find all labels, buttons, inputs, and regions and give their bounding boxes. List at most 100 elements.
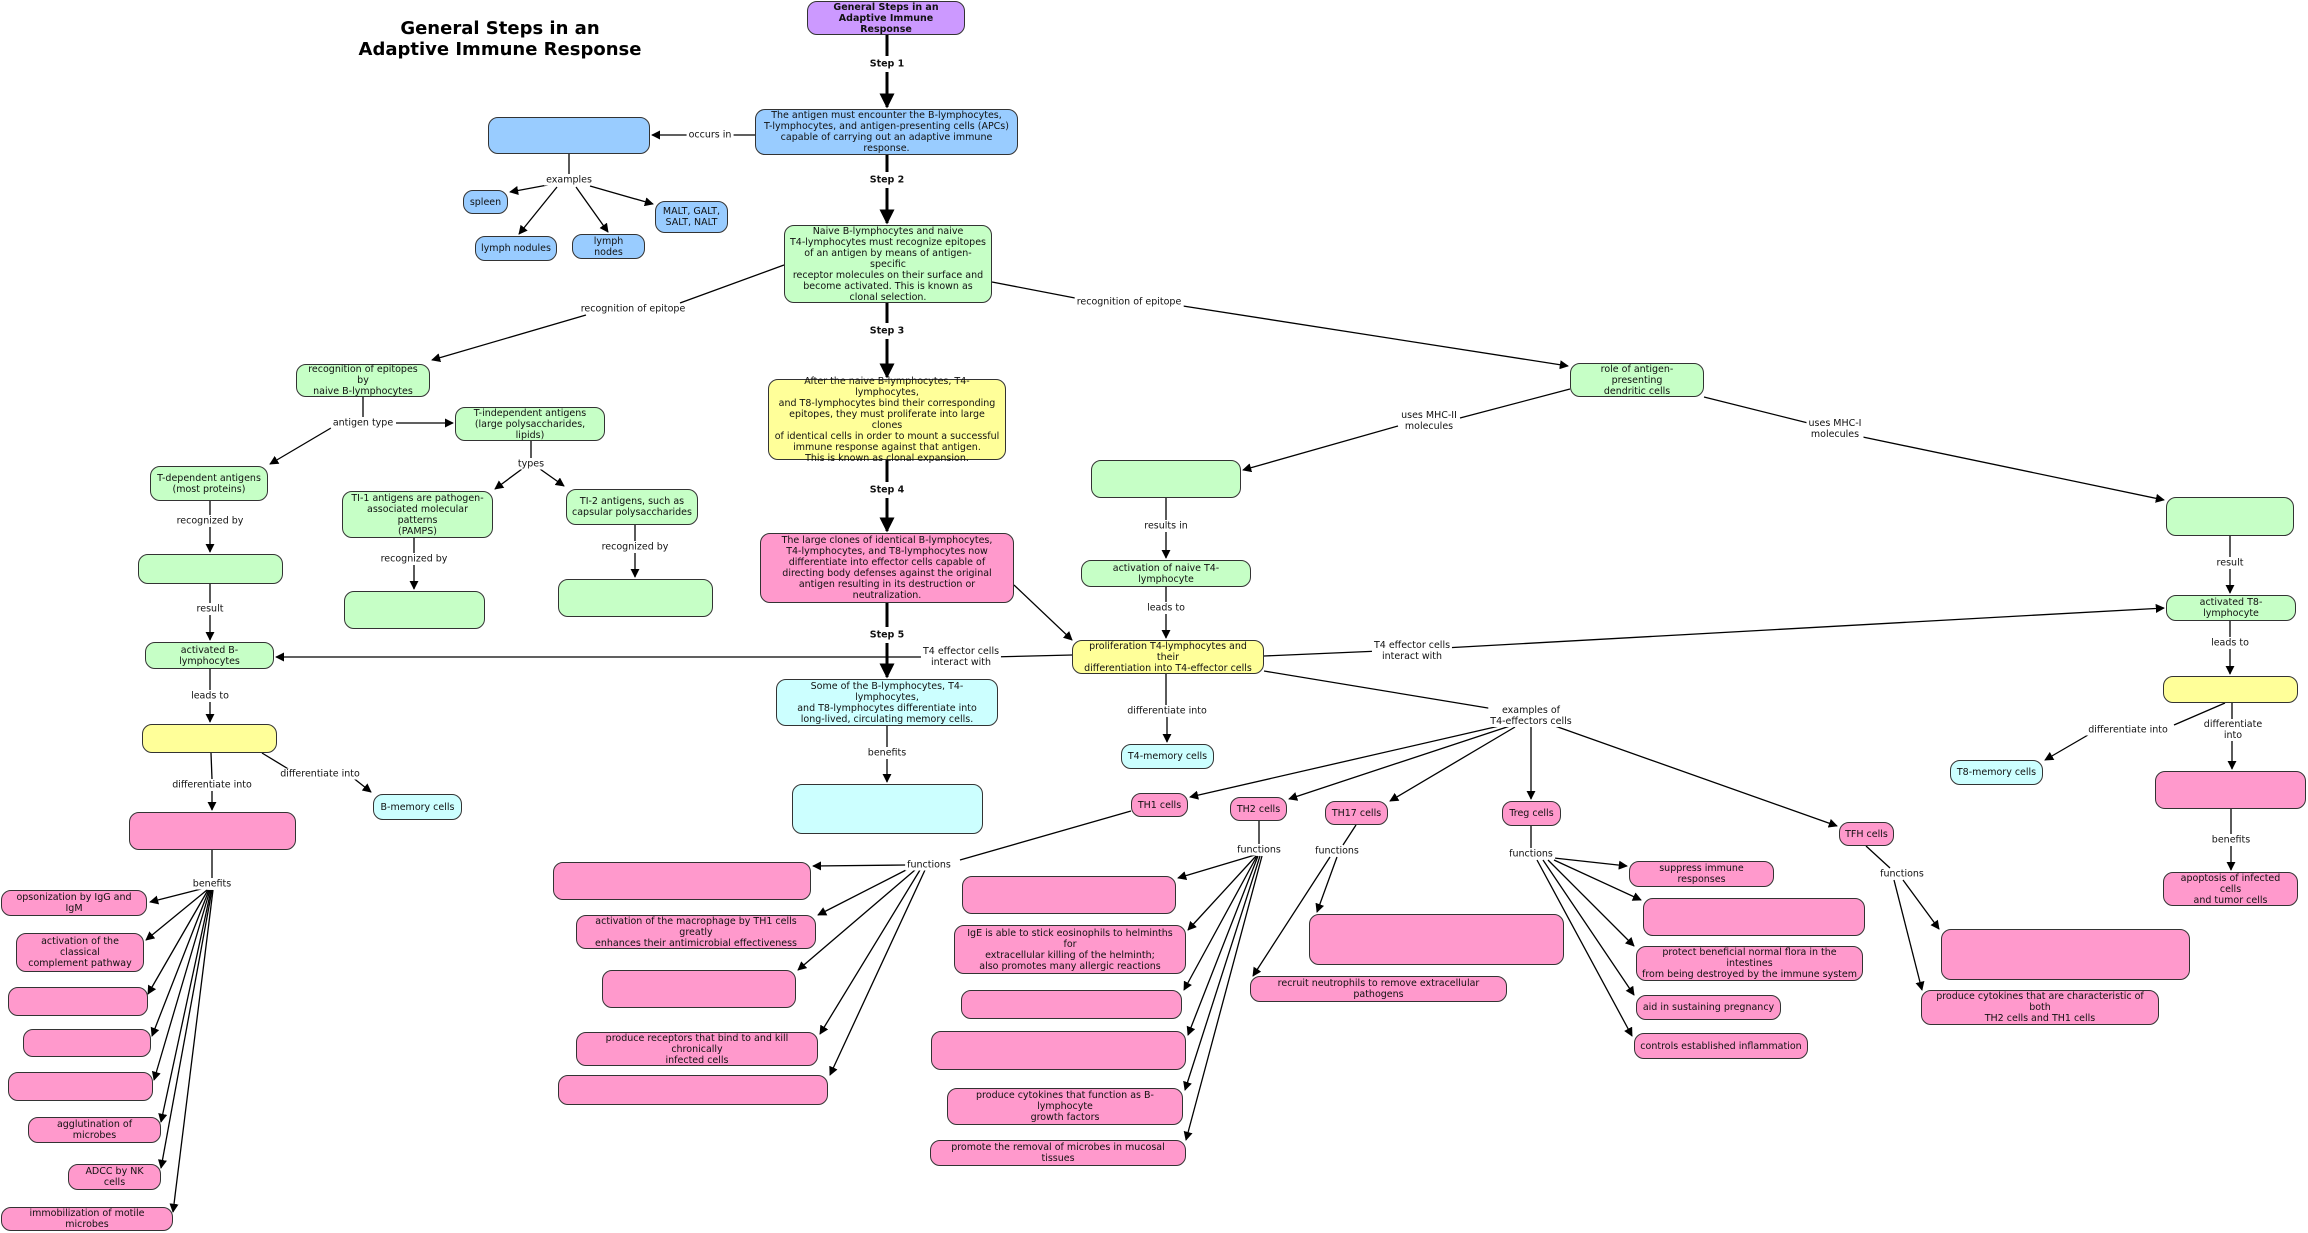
b-benefit-blank-2[interactable] <box>23 1029 151 1057</box>
b-memory-node[interactable]: B-memory cells <box>373 794 462 820</box>
b-recognition-node[interactable]: recognition of epitopes by naive B-lymph… <box>296 364 430 397</box>
step3-node[interactable]: After the naive B-lymphocytes, T4-lympho… <box>768 376 1006 464</box>
connector-line <box>1315 856 1338 913</box>
t4-interact-left-label: T4 effector cells interact with <box>920 646 1002 668</box>
t8-memory-node[interactable]: T8-memory cells <box>1950 760 2043 785</box>
connector-line <box>269 427 332 465</box>
th1-blank-3[interactable] <box>558 1075 828 1105</box>
tfh-cytokines-node[interactable]: produce cytokines that are characteristi… <box>1921 990 2159 1025</box>
step5-blank-node[interactable] <box>792 784 983 834</box>
spleen-node[interactable]: spleen <box>463 190 508 214</box>
t8-yellow-blank-node[interactable] <box>2163 676 2298 703</box>
th17-node[interactable]: TH17 cells <box>1325 801 1388 825</box>
ti1-blank-node[interactable] <box>344 591 485 629</box>
activation-t4-node[interactable]: activation of naive T4-lymphocyte <box>1081 560 1251 587</box>
th2-blank-3[interactable] <box>931 1031 1186 1070</box>
t-dependent-blank-node[interactable] <box>138 554 283 584</box>
th2-mucosal-node[interactable]: promote the removal of microbes in mucos… <box>930 1140 1186 1166</box>
connector-line <box>991 281 1076 299</box>
b-pink-blank-node[interactable] <box>129 812 296 850</box>
ti1-node[interactable]: TI-1 antigens are pathogen- associated m… <box>342 491 493 538</box>
th1-receptors-node[interactable]: produce receptors that bind to and kill … <box>576 1032 818 1066</box>
b-yellow-blank-node[interactable] <box>142 724 277 753</box>
treg-suppress-node[interactable]: suppress immune responses <box>1629 861 1774 887</box>
lymph-nodules-node[interactable]: lymph nodules <box>475 236 557 261</box>
th1-node[interactable]: TH1 cells <box>1131 793 1188 817</box>
apoptosis-node[interactable]: apoptosis of infected cells and tumor ce… <box>2163 872 2298 906</box>
t4-interact-right-label: T4 effector cells interact with <box>1371 640 1453 662</box>
t4-memory-node[interactable]: T4-memory cells <box>1121 744 1214 769</box>
connector-line <box>1189 723 1509 800</box>
connector-line <box>1288 725 1511 801</box>
th2-blank-2[interactable] <box>961 990 1182 1019</box>
th2-ige-node[interactable]: IgE is able to stick eosinophils to helm… <box>954 925 1186 974</box>
result-b-label: result <box>194 603 226 615</box>
opsonization-node[interactable]: opsonization by IgG and IgM <box>1 890 147 916</box>
agglutination-node[interactable]: agglutination of microbes <box>28 1117 161 1143</box>
examples-t4-label: examples of T4-effectors cells <box>1488 705 1574 727</box>
root-node[interactable]: General Steps in an Adaptive Immune Resp… <box>807 1 965 35</box>
connector-line <box>1542 859 1635 996</box>
connector-line <box>351 776 372 793</box>
t-dependent-node[interactable]: T-dependent antigens (most proteins) <box>150 466 268 501</box>
th1-blank-2[interactable] <box>602 970 796 1008</box>
recognition-left-label: recognition of epitope <box>578 303 688 315</box>
treg-inflammation-node[interactable]: controls established inflammation <box>1634 1033 1808 1059</box>
treg-flora-node[interactable]: protect beneficial normal flora in the i… <box>1636 946 1863 981</box>
activated-b-node[interactable]: activated B-lymphocytes <box>145 642 274 669</box>
th2-cytokines-node[interactable]: produce cytokines that function as B-lym… <box>947 1088 1183 1125</box>
connector-line <box>539 468 565 487</box>
benefits-b-label: benefits <box>190 878 234 890</box>
malt-node[interactable]: MALT, GALT, SALT, NALT <box>655 201 728 233</box>
t8-pink-blank-node[interactable] <box>2155 771 2306 809</box>
th2-node[interactable]: TH2 cells <box>1230 797 1287 821</box>
complement-node[interactable]: activation of the classical complement p… <box>16 933 144 972</box>
diagram-title: General Steps in an Adaptive Immune Resp… <box>358 18 642 60</box>
connector-line <box>158 889 213 1169</box>
step1-node[interactable]: The antigen must encounter the B-lymphoc… <box>755 109 1018 155</box>
treg-node[interactable]: Treg cells <box>1502 801 1561 826</box>
b-benefit-blank-1[interactable] <box>8 987 148 1016</box>
connector-line <box>518 186 558 235</box>
uses-mhc1-label: uses MHC-I molecules <box>1806 418 1864 440</box>
step5-node[interactable]: Some of the B-lymphocytes, T4-lymphocyte… <box>776 679 998 726</box>
tfh-blank-node[interactable] <box>1941 929 2190 980</box>
benefits-t8-label: benefits <box>2209 834 2253 846</box>
tfh-node[interactable]: TFH cells <box>1839 822 1894 846</box>
treg-blank-node[interactable] <box>1643 898 1865 936</box>
connector-line <box>147 889 209 995</box>
examples-label: examples <box>544 174 594 186</box>
th1-blank-1[interactable] <box>553 862 811 900</box>
location-blank-node[interactable] <box>488 117 650 154</box>
step4-node[interactable]: The large clones of identical B-lymphocy… <box>760 533 1014 603</box>
mhc1-blank-node[interactable] <box>2166 497 2294 536</box>
th2-blank-1[interactable] <box>962 876 1176 914</box>
connector-line <box>431 314 587 363</box>
t-independent-node[interactable]: T-independent antigens (large polysaccha… <box>455 407 605 441</box>
apc-node[interactable]: role of antigen-presenting dendritic cel… <box>1570 363 1704 397</box>
th17-neutrophils-node[interactable]: recruit neutrophils to remove extracellu… <box>1250 976 1507 1002</box>
step2-label: Step 2 <box>867 174 907 186</box>
th17-blank-node[interactable] <box>1309 914 1564 965</box>
proliferation-t4-node[interactable]: proliferation T4-lymphocytes and their d… <box>1072 640 1264 674</box>
differentiate-into-b1-label: differentiate into <box>170 779 254 791</box>
uses-mhc2-label: uses MHC-II molecules <box>1399 410 1459 432</box>
immobilization-node[interactable]: immobilization of motile microbes <box>1 1207 173 1231</box>
differentiate-into-t4-label: differentiate into <box>1125 705 1209 717</box>
step2-node[interactable]: Naive B-lymphocytes and naive T4-lymphoc… <box>784 225 992 303</box>
activated-t8-node[interactable]: activated T8-lymphocyte <box>2166 595 2296 621</box>
ti2-blank-node[interactable] <box>558 579 713 617</box>
lymph-nodes-node[interactable]: lymph nodes <box>572 234 645 259</box>
b-benefit-blank-3[interactable] <box>8 1072 153 1101</box>
treg-pregnancy-node[interactable]: aid in sustaining pregnancy <box>1636 995 1781 1020</box>
th1-macrophage-node[interactable]: activation of the macrophage by TH1 cell… <box>576 915 816 949</box>
ti2-node[interactable]: TI-2 antigens, such as capsular polysacc… <box>566 489 698 525</box>
connector-line <box>149 887 206 905</box>
connector-line <box>151 889 211 1081</box>
leads-to-t4-label: leads to <box>1145 602 1187 614</box>
connector-line <box>1183 855 1263 1141</box>
recognition-right-label: recognition of epitope <box>1074 296 1184 308</box>
connector-line <box>817 867 911 916</box>
adcc-node[interactable]: ADCC by NK cells <box>68 1164 161 1190</box>
mhc2-blank-node[interactable] <box>1091 460 1241 498</box>
